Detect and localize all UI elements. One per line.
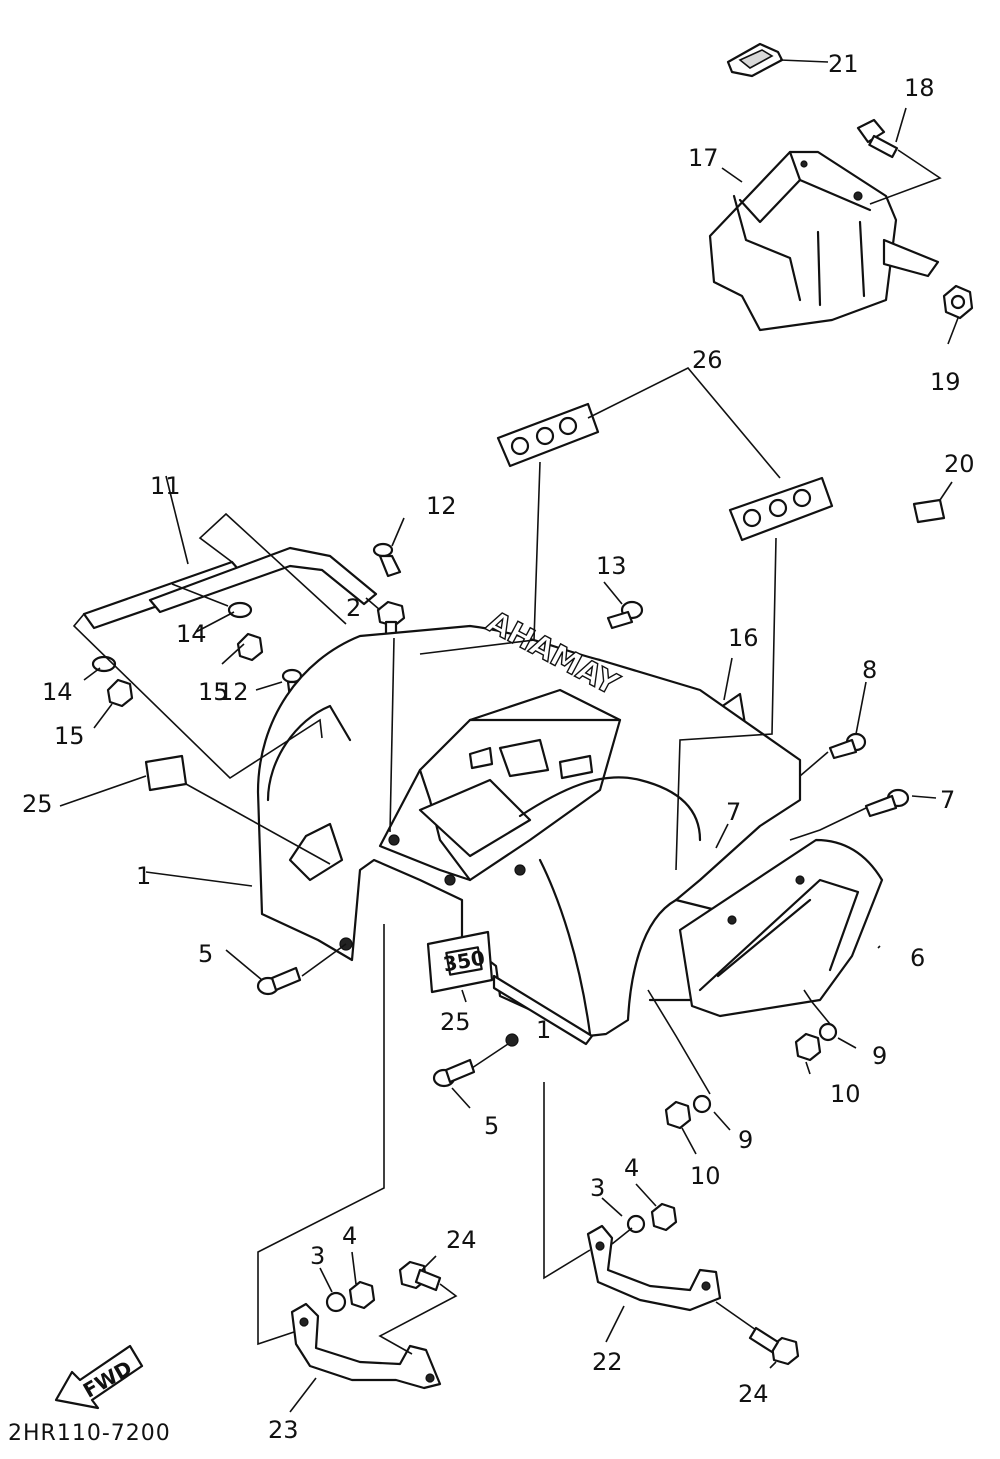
part-5-bolt-b (432, 1058, 476, 1088)
diagram-code: 2HR110-7200 (8, 1421, 171, 1446)
callout-13: 13 (596, 552, 627, 580)
part-10-nut-a (794, 1032, 822, 1062)
callout-23: 23 (268, 1416, 299, 1444)
callout-20-label: 20 (944, 450, 975, 478)
callout-17-label: 17 (688, 144, 719, 172)
part-15-nut-b (106, 678, 134, 708)
callout-12-lower-bolt-label: 12 (218, 678, 249, 706)
callout-7-center: 7 (726, 798, 741, 826)
callout-22: 22 (592, 1348, 623, 1376)
callout-1-upper: 1 (136, 862, 151, 890)
part-26-emblem-left (496, 402, 600, 468)
callout-15-upper: 15 (198, 678, 229, 706)
part-10-nut-b (664, 1100, 692, 1130)
part-9-washer-a (818, 1022, 838, 1042)
callout-24-right: 24 (738, 1380, 769, 1408)
callout-8: 8 (862, 656, 877, 684)
part-25-emblem-350: 350 (426, 930, 494, 994)
callout-6: 6 (910, 944, 925, 972)
part-5-bolt-a (256, 966, 302, 996)
part-7-bolt-a (864, 788, 910, 818)
callout-3-left: 3 (310, 1242, 325, 1270)
part-6-rear-flap (678, 838, 884, 1018)
callout-10-right: 10 (830, 1080, 861, 1108)
part-17-taillight-housing (708, 150, 940, 332)
part-19-nut (942, 284, 974, 320)
callout-9-lower: 9 (738, 1126, 753, 1154)
callout-4-right: 4 (624, 1154, 639, 1182)
callout-11-label: 11 (150, 472, 181, 500)
callout-5-right: 5 (484, 1112, 499, 1140)
callout-18-label: 18 (904, 74, 935, 102)
callout-9-right: 9 (872, 1042, 887, 1070)
leader-lines (59, 59, 959, 1413)
part-18-bolt (856, 118, 899, 159)
callout-3-right: 3 (590, 1174, 605, 1202)
callout-25-left: 25 (22, 790, 53, 818)
callout-15-lower: 15 (54, 722, 85, 750)
part-24-bolt-b (748, 1326, 800, 1366)
part-4-nut-a (650, 1202, 678, 1232)
callout-14-lower: 14 (42, 678, 73, 706)
part-12-bolt-a (372, 542, 402, 578)
callout-4-left: 4 (342, 1222, 357, 1250)
part-14-washer-a (227, 601, 253, 619)
part-26-emblem-right (728, 476, 834, 542)
callout-7-right: 7 (940, 786, 955, 814)
callout-14-upper: 14 (176, 620, 207, 648)
part-9-washer-b (692, 1094, 712, 1114)
callout-26-label: 26 (692, 346, 723, 374)
callout-19-label: 19 (930, 368, 961, 396)
part-22-grab-bar (586, 1224, 722, 1312)
callout-24-left: 24 (446, 1226, 477, 1254)
part-3-washer-b (325, 1291, 347, 1313)
callout-25-center: 25 (440, 1008, 471, 1036)
callout-16: 16 (728, 624, 759, 652)
part-15-nut-a (236, 632, 264, 662)
callout-21-label: 21 (828, 50, 859, 78)
callout-12-upper-bolt-label: 12 (426, 492, 457, 520)
callout-1-lower: 1 (536, 1016, 551, 1044)
part-24-bolt-a (398, 1260, 442, 1292)
part-21-clip (726, 42, 784, 78)
callout-5-left: 5 (198, 940, 213, 968)
part-13-bolt (606, 600, 644, 630)
part-20-pad (912, 498, 946, 524)
part-4-nut-b (348, 1280, 376, 1310)
part-23-grab-bar (290, 1302, 442, 1390)
callout-10-lower: 10 (690, 1162, 721, 1190)
callout-2: 2 (346, 594, 361, 622)
